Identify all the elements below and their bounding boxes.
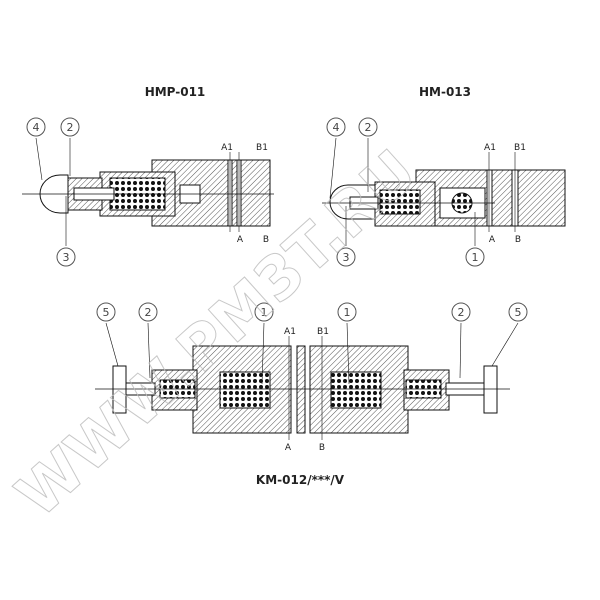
leader-line <box>261 322 265 385</box>
callout-circle <box>254 302 274 322</box>
leader-line <box>346 322 350 385</box>
drawing-title: HMP-011 <box>145 85 206 99</box>
km-012-labels: KM-012/***/V A1 B1 A B 5 2 1 1 2 5 <box>96 302 528 487</box>
callout-circle <box>326 117 346 137</box>
port-label-a1: A1 <box>284 327 296 337</box>
port-label-b: B <box>263 235 269 245</box>
port-label-a1: A1 <box>484 143 496 153</box>
leader-line <box>35 137 43 181</box>
hm-013-labels: A1 B1 A B 4 2 3 1 <box>326 117 526 267</box>
port-label-a1: A1 <box>221 143 233 153</box>
spring <box>379 189 421 215</box>
callout-number: 2 <box>365 121 372 134</box>
callout-number: 2 <box>67 121 74 134</box>
drawing-title: HM-013 <box>419 85 471 99</box>
port-label-b1: B1 <box>317 327 329 337</box>
port-label-b1: B1 <box>256 143 268 153</box>
callout-circle <box>96 302 116 322</box>
callout-number: 4 <box>333 121 340 134</box>
callout-number: 1 <box>344 306 351 319</box>
callout-number: 3 <box>343 251 350 264</box>
drawing-title: KM-012/***/V <box>256 473 345 487</box>
spring-left <box>219 371 271 409</box>
callout-number: 5 <box>103 306 110 319</box>
callout-number: 3 <box>63 251 70 264</box>
handwheel-left <box>112 365 127 414</box>
port-label-b1: B1 <box>514 143 526 153</box>
leader-line <box>491 322 519 367</box>
drawing-km-012 <box>95 322 519 440</box>
port-label-a: A <box>285 443 292 453</box>
callout-circle <box>508 302 528 322</box>
drawing-hm-013: HM-013 <box>322 85 566 246</box>
drawing-hmp-011: HMP-011 <box>22 85 274 246</box>
leader-line <box>147 322 151 379</box>
callout-circle <box>138 302 158 322</box>
callout-circle <box>465 247 485 267</box>
port-label-b: B <box>319 443 325 453</box>
callout-circle <box>451 302 471 322</box>
callout-number: 2 <box>458 306 465 319</box>
spring-right <box>330 371 382 409</box>
callout-number: 2 <box>145 306 152 319</box>
leader-line <box>329 137 337 199</box>
callout-circle <box>358 117 378 137</box>
callout-circle <box>26 117 46 137</box>
leader-line <box>459 322 462 379</box>
port-label-a: A <box>237 235 244 245</box>
center-plate <box>296 345 306 434</box>
hmp-011-labels: A1 B1 A B 4 2 3 <box>26 117 269 267</box>
callout-number: 4 <box>33 121 40 134</box>
port-label-a: A <box>489 235 496 245</box>
port-label-b: B <box>515 235 521 245</box>
callout-circle <box>336 247 356 267</box>
leader-line <box>105 322 119 367</box>
callout-circle <box>60 117 80 137</box>
handwheel-right <box>483 365 498 414</box>
port-channel-a <box>486 169 493 227</box>
callout-number: 1 <box>261 306 268 319</box>
callout-number: 5 <box>515 306 522 319</box>
callout-circle <box>337 302 357 322</box>
callout-number: 1 <box>472 251 479 264</box>
callout-circle <box>56 247 76 267</box>
